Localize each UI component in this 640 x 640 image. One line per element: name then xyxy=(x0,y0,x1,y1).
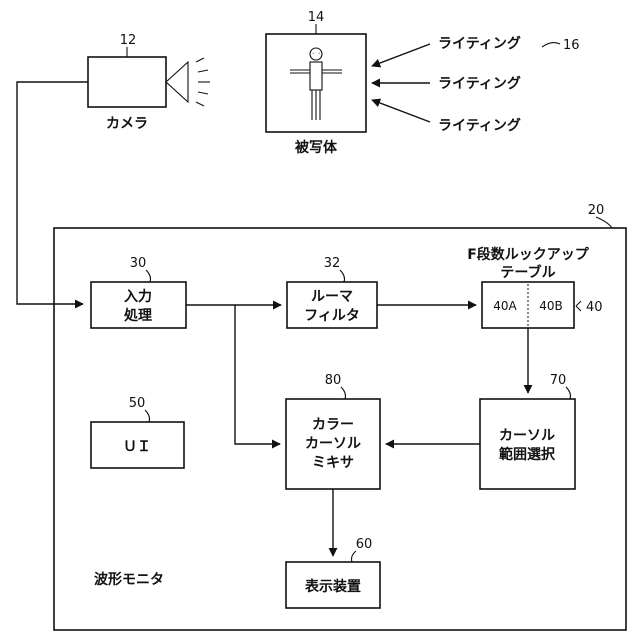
cursor-range-box xyxy=(480,399,575,489)
lut-right-label: 40B xyxy=(539,299,563,313)
camera-ref: 12 xyxy=(120,33,137,48)
camera-label: カメラ xyxy=(106,116,148,132)
cursor-range-ref: 70 xyxy=(550,373,567,388)
camera: 12 カメラ xyxy=(88,33,210,132)
lut-title-line2: テーブル xyxy=(500,264,555,281)
light-rays-icon xyxy=(196,58,210,106)
cursor-range-line2: 範囲選択 xyxy=(499,446,556,463)
luma-filter-line1: ルーマ xyxy=(311,289,353,305)
lut-title-line1: F段数ルックアップ xyxy=(467,246,590,263)
camera-body xyxy=(88,57,166,107)
lut-left-label: 40A xyxy=(493,299,517,313)
cursor-mixer-ref: 80 xyxy=(325,373,342,388)
cursor-mixer-line3: ミキサ xyxy=(312,455,354,471)
cursor-mixer-line2: カーソル xyxy=(305,436,361,452)
input-processing-line2: 処理 xyxy=(123,307,152,324)
monitor-ref: 20 xyxy=(588,203,605,218)
cursor-range-line1: カーソル xyxy=(499,428,555,444)
lighting-label-1: ライティング xyxy=(438,35,521,52)
lighting-label-3: ライティング xyxy=(438,117,521,134)
lighting-ref: 16 xyxy=(563,38,580,53)
camera-lens-icon xyxy=(166,62,188,102)
subject-label: 被写体 xyxy=(295,139,338,156)
lighting-arrow-3 xyxy=(372,100,430,122)
ui-label: ＵＩ xyxy=(123,439,151,455)
input-processing-ref: 30 xyxy=(130,256,147,271)
lighting: ライティング ライティング ライティング 16 xyxy=(372,35,580,134)
lighting-arrow-1 xyxy=(372,44,430,66)
lut-ref: 40 xyxy=(586,300,603,315)
display-label: 表示装置 xyxy=(304,578,361,595)
subject: 14 被写体 xyxy=(266,10,366,156)
monitor-ref-leader xyxy=(596,217,612,228)
luma-filter-line2: フィルタ xyxy=(304,308,360,324)
input-processing-line1: 入力 xyxy=(124,288,152,305)
subject-ref: 14 xyxy=(308,10,325,25)
ui-ref: 50 xyxy=(129,396,146,411)
lighting-label-2: ライティング xyxy=(438,75,521,92)
cursor-mixer-line1: カラー xyxy=(312,417,354,433)
luma-filter-ref: 32 xyxy=(324,256,341,271)
monitor-label: 波形モニタ xyxy=(94,571,164,588)
lighting-ref-leader xyxy=(542,43,560,47)
display-ref: 60 xyxy=(356,537,373,552)
